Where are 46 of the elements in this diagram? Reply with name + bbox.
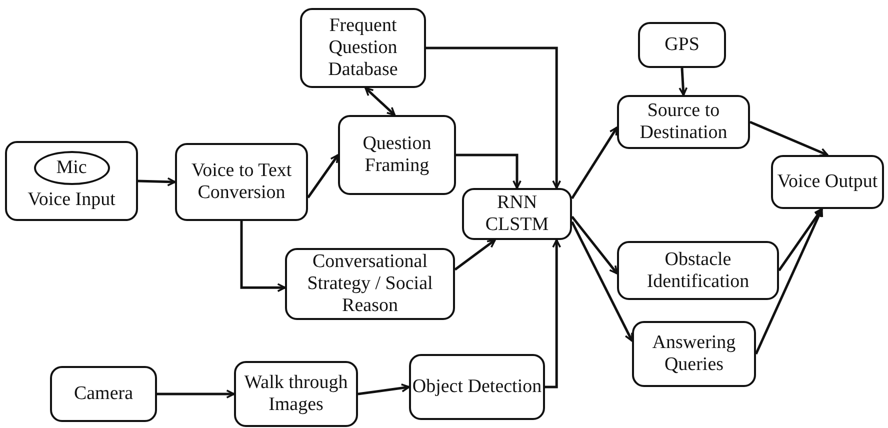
arrow [754,208,824,355]
process-box [5,141,138,221]
process-box [617,241,779,300]
arrow [306,154,340,198]
arrow [678,68,688,96]
arrow [364,87,396,116]
arrow [157,390,235,398]
arrow [778,208,823,272]
node-label: Answering Queries [651,332,737,376]
process-box [175,143,308,221]
node-label: GPS [664,34,700,56]
process-box [632,321,756,387]
process-box [300,8,426,88]
process-box [617,95,750,149]
arrow [571,216,618,274]
node-label: Voice Input [28,189,116,211]
node-label: Object Detection [412,376,542,398]
node-label: Conversational Strategy / Social Reason [306,251,434,317]
node-label: Source to Destination [638,100,728,144]
process-box [285,248,455,320]
process-box [462,188,572,240]
process-box [234,361,358,427]
node-label: Voice to Text Conversion [190,160,293,204]
process-box [771,155,884,209]
node-label: Mic [56,157,87,179]
arrow [545,239,562,388]
process-box [409,354,545,420]
arrow [570,126,618,200]
node-label: Question Framing [362,133,432,177]
process-box [50,366,157,422]
arrow [570,221,634,342]
node-label: Frequent Question Database [327,15,399,81]
arrow [456,154,522,189]
arrow [750,120,828,156]
arrow [454,239,496,271]
node-label: Voice Output [777,171,878,193]
node-label: Walk through Images [243,372,349,416]
arrow [358,384,410,396]
arrow [240,221,286,292]
process-box [338,115,456,195]
node-label: RNN CLSTM [484,192,550,236]
node-label: Obstacle Identification [646,248,750,292]
arrow [138,177,176,186]
arrow [426,46,562,189]
process-box [638,22,726,68]
node-label: Camera [74,383,134,405]
